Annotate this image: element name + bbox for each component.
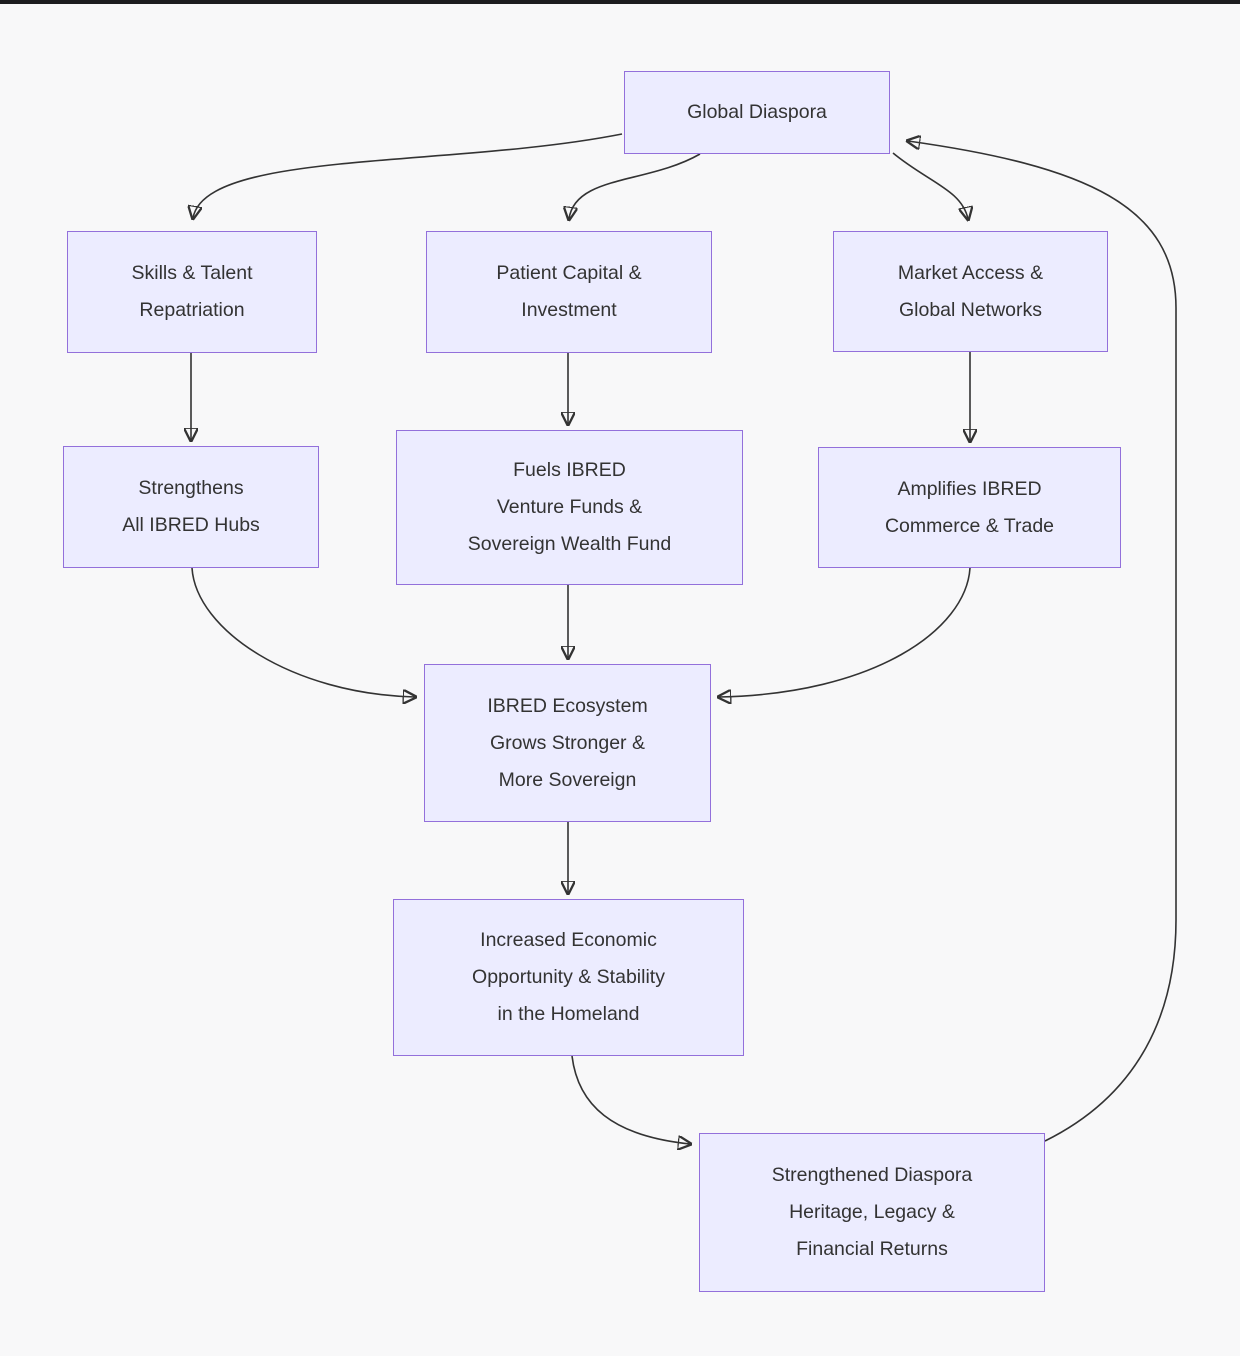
edge-increased-to-strengthened xyxy=(571,1055,690,1144)
edge-global-to-skills xyxy=(193,133,623,218)
node-global-diaspora: Global Diaspora xyxy=(624,71,890,154)
node-increased-economic-opportunity: Increased Economic Opportunity & Stabili… xyxy=(393,899,744,1056)
node-patient-capital-investment: Patient Capital & Investment xyxy=(426,231,712,353)
edge-strengthens-to-ecosystem xyxy=(191,567,415,697)
node-fuels-ibred-venture-funds: Fuels IBRED Venture Funds & Sovereign We… xyxy=(396,430,743,585)
edge-global-to-patient xyxy=(569,153,701,219)
edge-amplifies-to-ecosystem xyxy=(719,567,971,697)
window-top-bar xyxy=(0,0,1240,4)
node-ibred-ecosystem-grows-stronger: IBRED Ecosystem Grows Stronger & More So… xyxy=(424,664,711,822)
edge-global-to-market xyxy=(892,152,968,219)
node-strengthens-all-ibred-hubs: Strengthens All IBRED Hubs xyxy=(63,446,319,568)
node-strengthened-diaspora-returns: Strengthened Diaspora Heritage, Legacy &… xyxy=(699,1133,1045,1292)
edge-strengthened-to-global-loop xyxy=(908,141,1177,1142)
node-skills-talent-repatriation: Skills & Talent Repatriation xyxy=(67,231,317,353)
node-market-access-global-networks: Market Access & Global Networks xyxy=(833,231,1108,352)
node-amplifies-ibred-commerce-trade: Amplifies IBRED Commerce & Trade xyxy=(818,447,1121,568)
